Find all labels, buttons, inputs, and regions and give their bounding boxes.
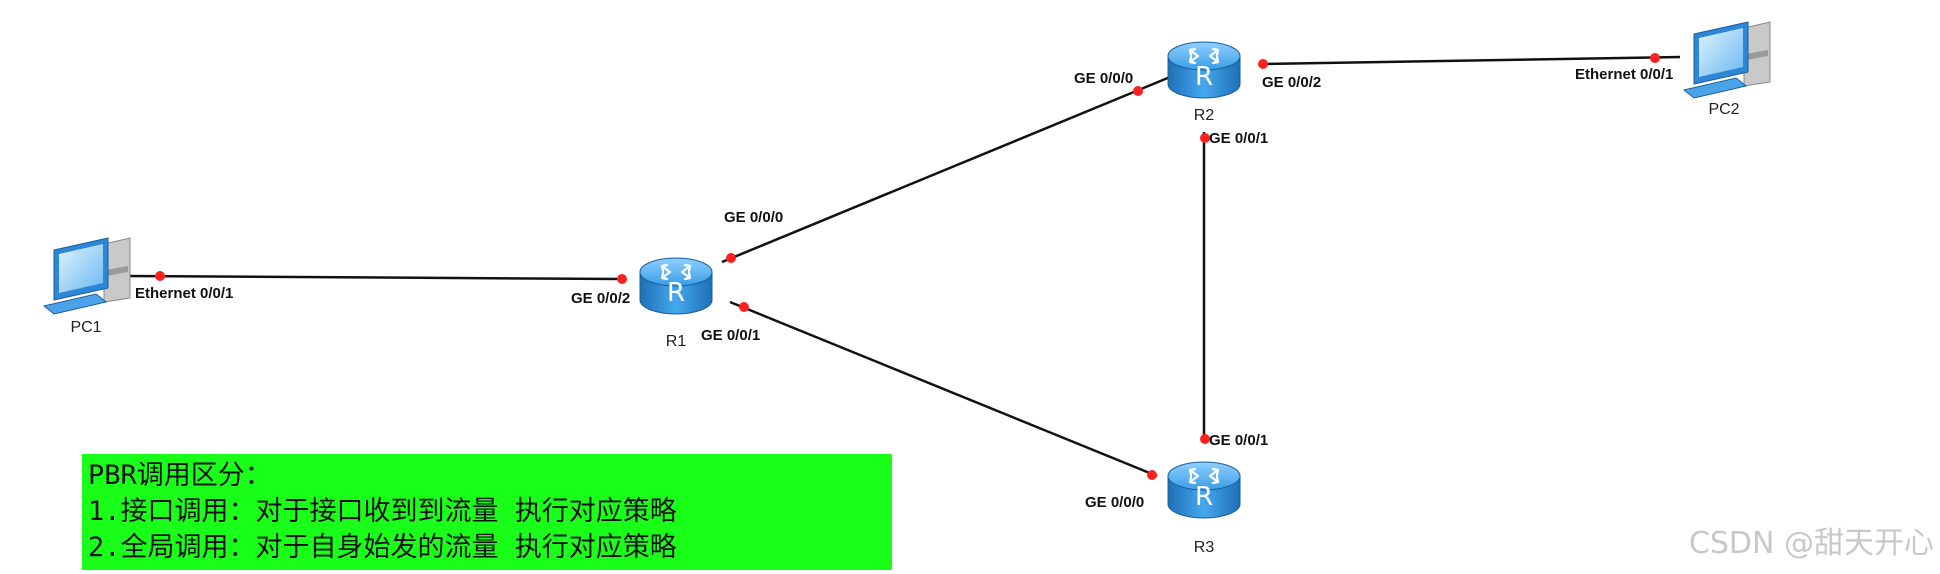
port-dot-r1-g2[interactable] bbox=[617, 274, 627, 284]
port-labels: Ethernet 0/0/1 GE 0/0/2 GE 0/0/0 GE 0/0/… bbox=[135, 66, 1673, 511]
port-label-pc2-eth: Ethernet 0/0/1 bbox=[1575, 66, 1673, 83]
port-label-r1-g0: GE 0/0/0 bbox=[724, 209, 783, 226]
port-label-r2-g2: GE 0/0/2 bbox=[1262, 74, 1321, 91]
pc-pc2-label: PC2 bbox=[1708, 101, 1739, 118]
port-dot-r3-g0[interactable] bbox=[1147, 470, 1157, 480]
router-r2[interactable]: R R2 bbox=[1166, 40, 1242, 124]
port-dot-r2-g2[interactable] bbox=[1258, 59, 1268, 69]
port-dot-r1-g0[interactable] bbox=[726, 253, 736, 263]
link-r1-r2 bbox=[721, 73, 1176, 264]
router-r1-label: R1 bbox=[666, 333, 687, 350]
link-pc1-r1 bbox=[122, 274, 623, 281]
watermark: CSDN @甜天开心 bbox=[1688, 526, 1934, 561]
port-label-r2-g1: GE 0/0/1 bbox=[1209, 130, 1268, 147]
port-label-r3-g0: GE 0/0/0 bbox=[1085, 494, 1144, 511]
port-label-r1-g1: GE 0/0/1 bbox=[701, 327, 760, 344]
router-r3-label: R3 bbox=[1194, 539, 1215, 556]
port-dot-pc1-eth[interactable] bbox=[155, 271, 165, 281]
port-dot-pc2-eth[interactable] bbox=[1650, 53, 1660, 63]
port-label-pc1-eth: Ethernet 0/0/1 bbox=[135, 285, 233, 302]
router-r2-glyph: R bbox=[1195, 62, 1213, 92]
pc-pc2[interactable]: PC2 bbox=[1683, 21, 1771, 118]
router-r1[interactable]: R R1 bbox=[638, 256, 714, 350]
router-r3[interactable]: R R3 bbox=[1166, 460, 1242, 556]
pc-pc1-label: PC1 bbox=[70, 319, 101, 336]
link-r2-pc2 bbox=[1264, 55, 1681, 66]
port-dot-r2-g0[interactable] bbox=[1133, 86, 1143, 96]
note-item-global: 2.全局调用：对于自身始发的流量 执行对应策略 bbox=[88, 532, 677, 563]
port-label-r2-g0: GE 0/0/0 bbox=[1074, 70, 1133, 87]
note-title: PBR调用区分： bbox=[88, 460, 272, 491]
pc-icon bbox=[43, 237, 131, 315]
links bbox=[122, 55, 1681, 478]
port-dot-r2-g1[interactable] bbox=[1200, 133, 1210, 143]
port-dot-r1-g1[interactable] bbox=[739, 302, 749, 312]
pbr-note-box: PBR调用区分： 1.接口调用：对于接口收到到流量 执行对应策略 2.全局调用：… bbox=[82, 454, 892, 570]
router-r1-glyph: R bbox=[667, 278, 685, 308]
pc-pc1[interactable]: PC1 bbox=[43, 237, 131, 336]
link-r1-r3 bbox=[729, 300, 1158, 478]
note-item-interface: 1.接口调用：对于接口收到到流量 执行对应策略 bbox=[88, 496, 677, 527]
router-r2-label: R2 bbox=[1194, 107, 1215, 124]
port-label-r3-g1: GE 0/0/1 bbox=[1209, 432, 1268, 449]
router-r3-glyph: R bbox=[1195, 482, 1213, 512]
port-dots bbox=[155, 53, 1660, 480]
port-label-r1-g2: GE 0/0/2 bbox=[571, 290, 630, 307]
pc-icon bbox=[1683, 21, 1771, 99]
port-dot-r3-g1[interactable] bbox=[1200, 434, 1210, 444]
